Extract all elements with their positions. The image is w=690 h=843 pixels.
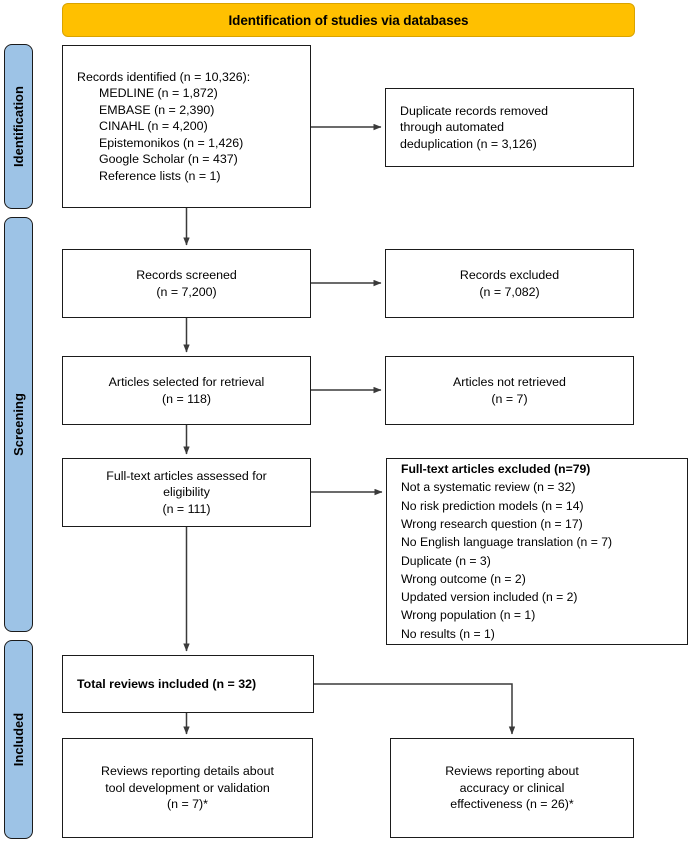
stage-label-identification: Identification [11,86,27,167]
box-line: (n = 7,200) [156,284,217,299]
box-line: Articles selected for retrieval [108,375,265,389]
box-reviews-tool-development: Reviews reporting details about tool dev… [62,738,313,838]
box-line: Google Scholar (n = 437) [99,152,238,167]
exclusion-reason: Updated version included (n = 2) [401,590,578,605]
box-articles-selected-for-retrieval: Articles selected for retrieval (n = 118… [62,356,311,425]
box-fulltext-articles-assessed: Full-text articles assessed for eligibil… [62,458,311,527]
stage-rail-included: Included [4,640,33,839]
box-records-screened: Records screened (n = 7,200) [62,249,311,318]
box-line: (n = 7,082) [479,284,540,299]
exclusion-reason: Wrong outcome (n = 2) [401,571,526,586]
box-line: (n = 111) [162,501,211,516]
box-line: tool development or validation [105,780,270,795]
box-line: Articles not retrieved [453,375,566,389]
box-duplicate-records-removed: Duplicate records removed through automa… [385,88,634,167]
box-line: Reviews reporting about [445,764,579,779]
exclusion-reason: No English language translation (n = 7) [401,535,613,550]
box-line: effectiveness (n = 26)* [450,797,574,812]
box-line: Full-text articles assessed for [106,468,267,483]
box-line: (n = 7) [491,391,528,406]
box-line: deduplication (n = 3,126) [400,136,537,151]
box-line: Reference lists (n = 1) [99,168,221,183]
box-line: Reviews reporting details about [101,764,274,779]
box-line: accuracy or clinical [459,780,565,795]
box-fulltext-articles-excluded: Full-text articles excluded (n=79) Not a… [386,458,688,645]
box-line: EMBASE (n = 2,390) [99,102,215,117]
box-line: (n = 7)* [167,797,208,812]
exclusion-reason: Duplicate (n = 3) [401,553,491,568]
box-line: (n = 118) [161,391,212,406]
box-records-identified: Records identified (n = 10,326): MEDLINE… [62,45,311,208]
box-reviews-accuracy-effectiveness: Reviews reporting about accuracy or clin… [390,738,634,838]
exclusion-reason: Wrong research question (n = 17) [401,516,583,531]
total-heading: Total reviews included (n = 32) [77,676,257,691]
stage-rail-screening: Screening [4,217,33,632]
box-articles-not-retrieved: Articles not retrieved (n = 7) [385,356,634,425]
box-line: through automated [400,120,505,135]
box-total-reviews-included: Total reviews included (n = 32) [62,655,314,713]
box-line: CINAHL (n = 4,200) [99,119,208,134]
box-line: Records identified (n = 10,326): [77,69,251,84]
exclusion-reason: No risk prediction models (n = 14) [401,498,584,513]
edge-total-to-accuracy [314,683,516,735]
box-line: Epistemonikos (n = 1,426) [99,135,244,150]
box-line: Records screened [136,268,237,282]
banner-title: Identification of studies via databases [228,12,469,28]
box-line: Duplicate records removed [400,103,549,118]
stage-label-screening: Screening [11,393,27,456]
box-line: eligibility [163,485,210,500]
box-records-excluded: Records excluded (n = 7,082) [385,249,634,318]
exclusion-reason: Not a systematic review (n = 32) [401,480,576,495]
box-line: MEDLINE (n = 1,872) [99,86,218,101]
excluded-heading: Full-text articles excluded (n=79) [401,462,591,477]
exclusion-reason: Wrong population (n = 1) [401,608,536,623]
stage-rail-identification: Identification [4,44,33,209]
exclusion-reason: No results (n = 1) [401,626,495,641]
banner-identification-via-databases: Identification of studies via databases [62,3,635,37]
stage-label-included: Included [11,712,27,767]
box-line: Records excluded [459,268,560,282]
